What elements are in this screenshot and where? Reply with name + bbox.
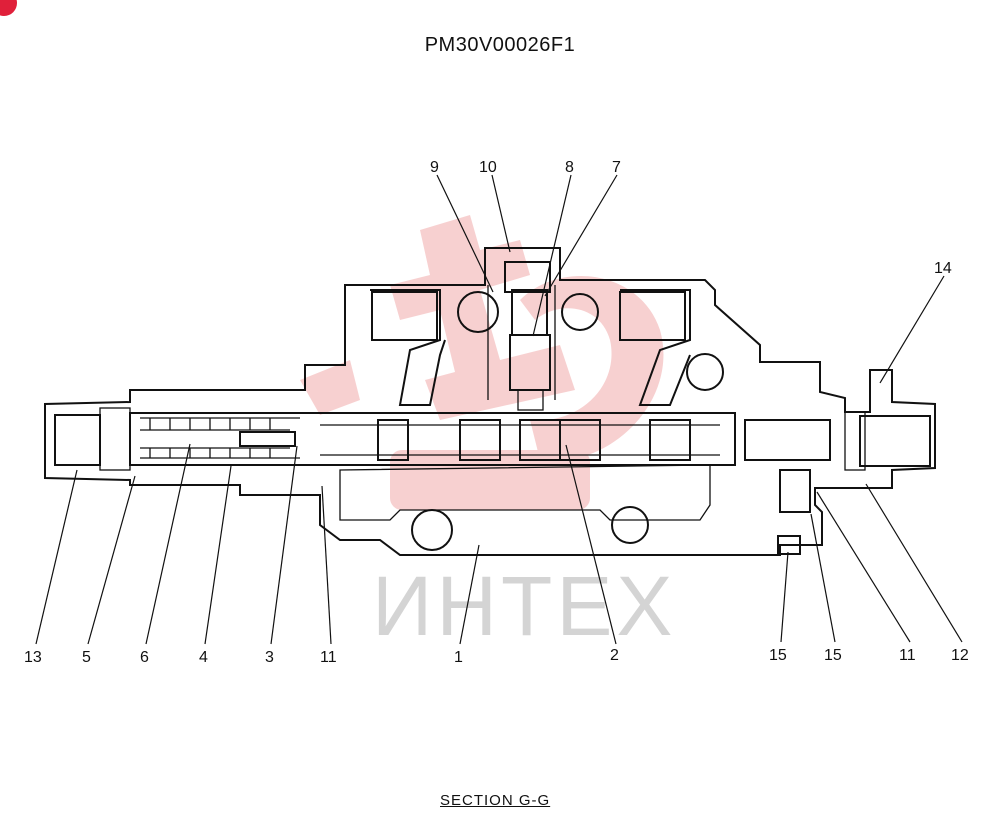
watermark-text: ИНТЕХ — [372, 559, 677, 653]
callout-5: 5 — [82, 649, 91, 666]
callout-10: 10 — [479, 159, 497, 176]
callout-4: 4 — [199, 649, 208, 666]
section-label: SECTION G-G — [440, 792, 551, 809]
callout-6: 6 — [140, 649, 149, 666]
callout-2: 2 — [610, 647, 619, 664]
callout-3: 3 — [265, 649, 274, 666]
callout-11-left: 11 — [320, 649, 337, 666]
callout-15-right: 15 — [824, 647, 842, 664]
callout-8: 8 — [565, 159, 574, 176]
valve-body — [44, 247, 936, 556]
callout-11-right: 11 — [899, 647, 916, 664]
part-number-title: PM30V00026F1 — [424, 34, 576, 56]
leader-lines — [35, 174, 963, 645]
callout-9: 9 — [430, 159, 439, 176]
callout-labels: 9 10 8 7 14 13 5 6 4 3 11 1 2 15 15 11 1… — [24, 159, 969, 666]
callout-14: 14 — [934, 260, 952, 277]
callout-15-left: 15 — [769, 647, 787, 664]
callout-7: 7 — [612, 159, 621, 176]
corner-badge-icon — [0, 0, 17, 16]
callout-13: 13 — [24, 649, 42, 666]
callout-1: 1 — [454, 649, 463, 666]
callout-12: 12 — [951, 647, 969, 664]
